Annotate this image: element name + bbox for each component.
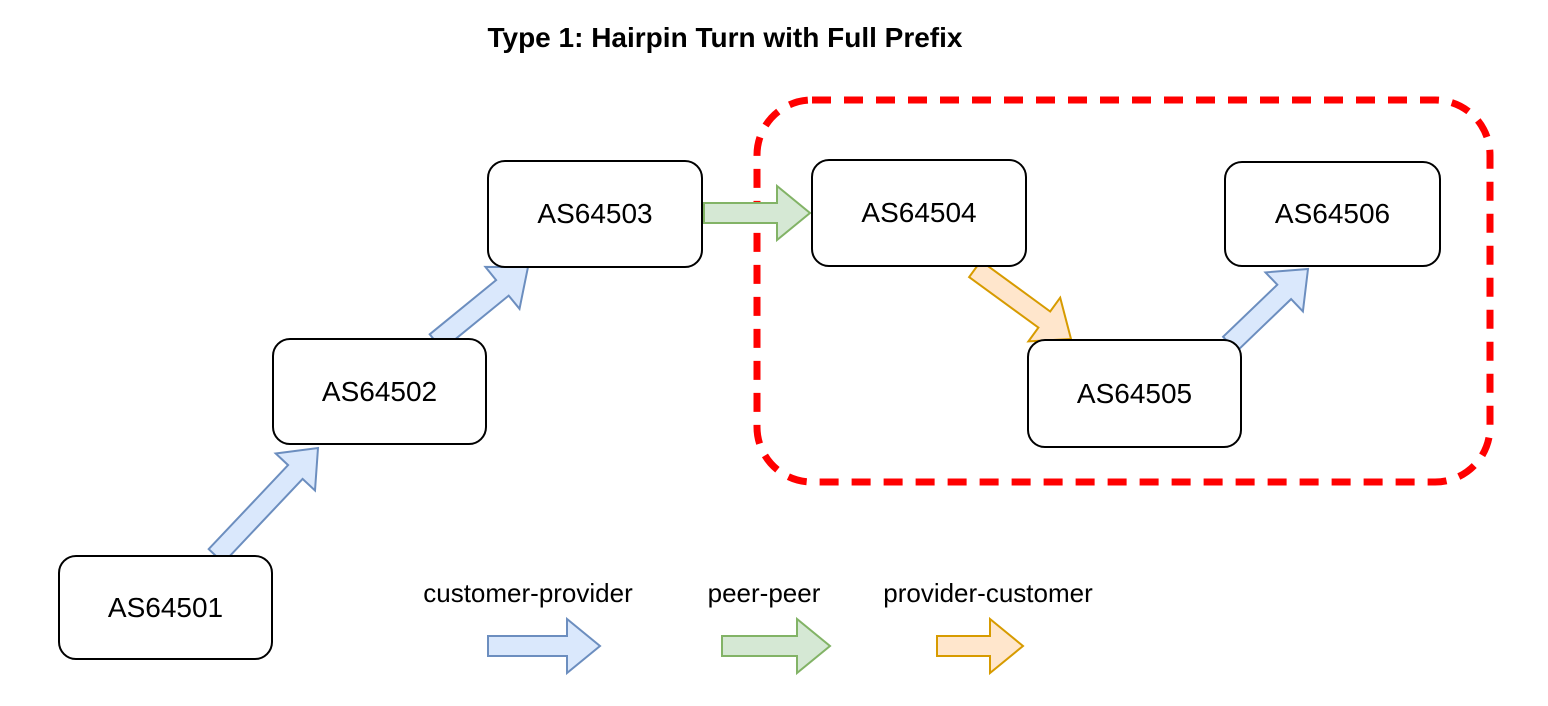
node-as64506: AS64506 xyxy=(1224,161,1441,267)
node-as64504: AS64504 xyxy=(811,159,1027,267)
edge-as64501-as64502-customer-provider-arrow xyxy=(207,446,320,565)
node-as64502-label: AS64502 xyxy=(321,375,438,407)
node-as64501: AS64501 xyxy=(58,555,273,660)
node-as64503-label: AS64503 xyxy=(537,198,653,229)
legend-label-customer-provider: customer-provider xyxy=(423,578,633,608)
node-as64506-label: AS64506 xyxy=(1274,198,1391,229)
edge-as64505-as64506-customer-provider-arrow xyxy=(1221,267,1310,353)
node-as64503: AS64503 xyxy=(487,160,703,268)
highlight-region-box xyxy=(753,96,1494,486)
edge-as64503-as64504-peer-peer-arrow xyxy=(703,183,812,243)
legend-label-provider-customer: provider-customer xyxy=(883,578,1093,608)
node-as64505: AS64505 xyxy=(1027,339,1242,448)
legend-provider-customer-arrow-icon xyxy=(936,616,1025,676)
legend-peer-peer-arrow-icon xyxy=(721,616,832,676)
node-as64501-label: AS64501 xyxy=(107,591,224,623)
legend-label-peer-peer: peer-peer xyxy=(707,578,821,608)
legend-customer-provider-arrow-icon xyxy=(487,616,602,676)
edge-as64504-as64505-provider-customer-arrow xyxy=(967,259,1073,343)
diagram-title: Type 1: Hairpin Turn with Full Prefix xyxy=(487,22,963,53)
node-as64504-label: AS64504 xyxy=(861,197,977,228)
node-as64502: AS64502 xyxy=(272,338,487,445)
node-as64505-label: AS64505 xyxy=(1076,377,1193,409)
